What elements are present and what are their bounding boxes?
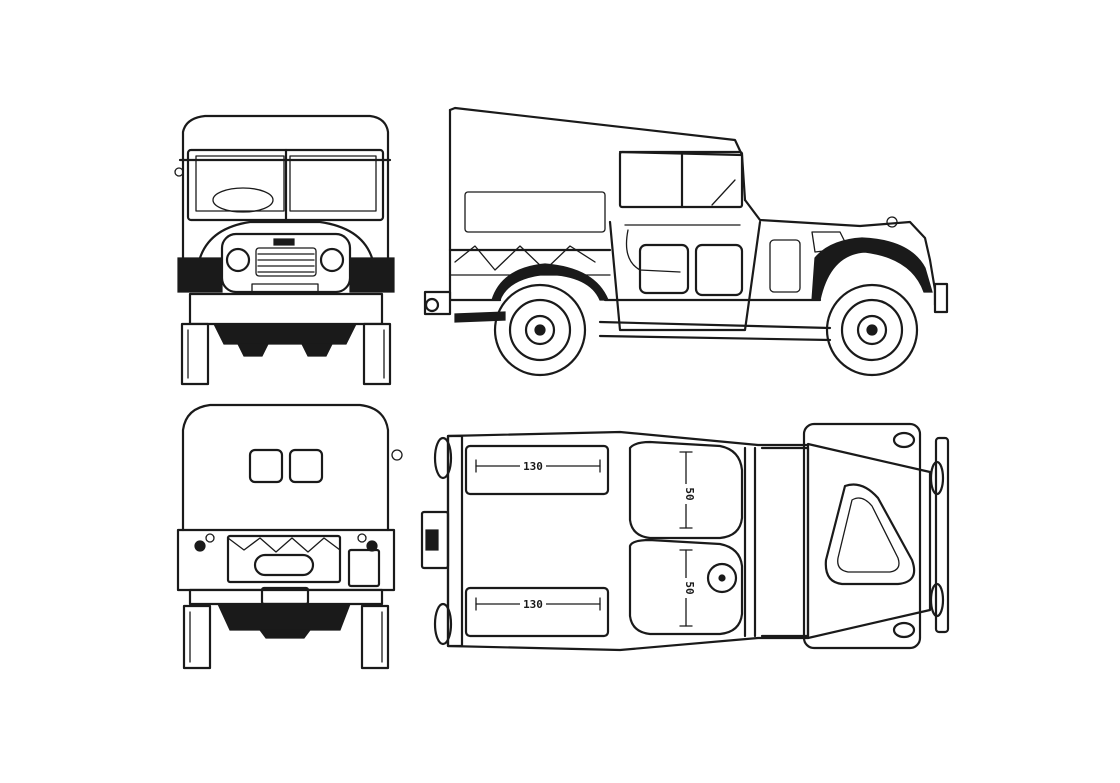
dim-cargo-lower: 130: [523, 598, 543, 611]
side-mirror-icon: [886, 216, 898, 228]
seat-left: [628, 440, 744, 540]
rear-view: [176, 403, 403, 670]
dim-seat-upper: 50: [683, 487, 696, 500]
steering-column: [711, 179, 736, 206]
top-tow-hitch: [420, 510, 450, 570]
rear-wheel: [493, 283, 587, 377]
top-headlight-left-icon: [892, 431, 916, 449]
hood: [802, 422, 922, 650]
front-wheel: [825, 283, 919, 377]
top-headlight-right-icon: [892, 621, 916, 639]
top-wheel-rear-right: [433, 602, 453, 646]
rear-mirror-icon: [391, 449, 403, 461]
hood-emblem: [824, 483, 916, 586]
dim-cargo-upper: 130: [523, 460, 543, 473]
rear-window-left: [248, 448, 284, 484]
spare-plate: [253, 553, 315, 577]
rear-window-right: [288, 448, 324, 484]
front-bumper: [933, 282, 949, 314]
seat-right: [628, 538, 744, 636]
headlight-left-icon: [225, 247, 251, 273]
top-view: 130 130 50 50: [420, 422, 950, 652]
taillight-right-icon: [366, 540, 378, 552]
mirror-icon: [174, 167, 184, 177]
headlight-right-icon: [319, 247, 345, 273]
top-steering-wheel-icon: [706, 562, 738, 594]
taillight-left-icon: [194, 540, 206, 552]
top-wheel-rear-left: [433, 436, 453, 480]
dim-seat-lower: 50: [683, 581, 696, 594]
steering-wheel-icon: [212, 187, 274, 213]
side-view: [423, 106, 949, 377]
front-view: [174, 114, 395, 386]
